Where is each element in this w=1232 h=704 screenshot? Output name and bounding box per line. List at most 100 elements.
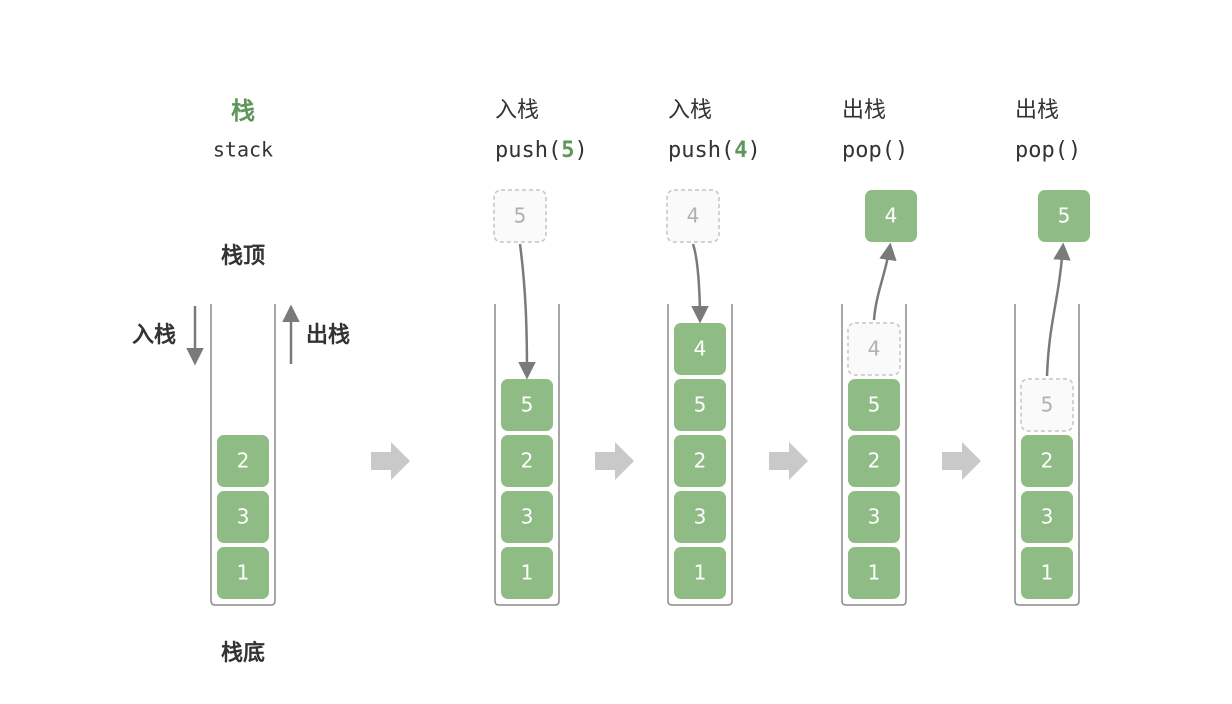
flow-arrow-2	[595, 442, 634, 480]
step-heading: 入栈	[668, 98, 712, 123]
stack-item-value: 3	[1041, 505, 1054, 529]
stack-item-value: 1	[694, 561, 707, 585]
popped-item-placeholder-value: 5	[1041, 393, 1054, 417]
legend-stack-item-frame	[217, 435, 269, 487]
operation-close: )	[574, 138, 587, 163]
stack-item-value: 3	[868, 505, 881, 529]
stack-item-value: 2	[1041, 449, 1054, 473]
step-stack-tube	[1014, 304, 1080, 606]
step-operation: pop()	[842, 138, 908, 163]
stack-item-frame	[848, 379, 900, 431]
stack-item-value: 3	[521, 505, 534, 529]
stack-bottom-label: 栈底	[221, 640, 265, 666]
popped-item-placeholder-frame	[847, 322, 901, 376]
stack-item-frame	[848, 435, 900, 487]
legend-stack-item-frame	[217, 547, 269, 599]
stack-item-value: 1	[521, 561, 534, 585]
stack-item: 1	[501, 547, 553, 599]
stack-item-value: 2	[694, 449, 707, 473]
stack-item-frame	[1021, 547, 1073, 599]
stack-item-value: 5	[868, 393, 881, 417]
stack-item: 1	[674, 547, 726, 599]
stack-item: 3	[674, 491, 726, 543]
incoming-item-placeholder-value: 5	[514, 204, 527, 228]
stack-item-frame	[674, 491, 726, 543]
flow-arrow-4	[942, 442, 981, 480]
legend-stack-item-value: 3	[237, 505, 250, 529]
stack-item-frame	[501, 547, 553, 599]
stack-item-value: 5	[694, 393, 707, 417]
stack-item-frame	[674, 379, 726, 431]
legend-stack-item: 3	[217, 491, 269, 543]
stack-item: 3	[1021, 491, 1073, 543]
stack-item-frame	[1021, 435, 1073, 487]
pop-move-arrow	[872, 242, 897, 321]
operation-name: push(	[495, 138, 561, 163]
stack-item-frame	[848, 491, 900, 543]
popped-item-placeholder-frame	[1020, 378, 1074, 432]
step-operation: pop()	[1015, 138, 1081, 163]
operation-close: )	[747, 138, 760, 163]
operation-argument: 5	[561, 138, 574, 163]
stack-top-label: 栈顶	[221, 244, 265, 269]
pop-direction-label: 出栈	[306, 323, 350, 348]
stack-item-value: 4	[694, 337, 707, 361]
legend-stack-item: 2	[217, 435, 269, 487]
stack-item: 2	[501, 435, 553, 487]
incoming-item-placeholder-frame	[666, 189, 720, 243]
flow-arrow-3	[769, 442, 808, 480]
popped-item: 5	[1038, 190, 1090, 242]
popped-item-frame	[1038, 190, 1090, 242]
operation-name: pop()	[842, 138, 908, 163]
stack-item-frame	[501, 491, 553, 543]
step-heading: 入栈	[495, 98, 539, 123]
push-move-arrow	[518, 243, 536, 380]
popped-item-placeholder: 5	[1020, 378, 1074, 432]
pop-move-arrow	[1045, 242, 1071, 377]
operation-argument: 4	[734, 138, 747, 163]
legend-stack-item-value: 1	[237, 561, 250, 585]
stack-item: 3	[501, 491, 553, 543]
flow-arrow-1	[371, 442, 410, 480]
incoming-item-placeholder: 4	[666, 189, 720, 243]
step-operation: push(5)	[495, 138, 588, 163]
legend-stack-item: 1	[217, 547, 269, 599]
stack-item: 2	[674, 435, 726, 487]
stack-item-frame	[501, 379, 553, 431]
legend-title: 栈	[231, 97, 255, 125]
stack-item: 2	[848, 435, 900, 487]
stack-item: 1	[848, 547, 900, 599]
stack-item-frame	[501, 435, 553, 487]
stack-item: 2	[1021, 435, 1073, 487]
stack-item: 5	[674, 379, 726, 431]
legend-stack-item-value: 2	[237, 449, 250, 473]
step-stack-tube	[667, 304, 733, 606]
push-direction-label: 入栈	[132, 323, 176, 348]
push-move-arrow	[691, 243, 709, 324]
popped-item-placeholder: 4	[847, 322, 901, 376]
stack-item-value: 5	[521, 393, 534, 417]
legend-stack-tube	[210, 304, 276, 606]
step-heading: 出栈	[1015, 98, 1059, 123]
popped-item-frame	[865, 190, 917, 242]
stack-item: 5	[848, 379, 900, 431]
step-stack-tube	[841, 304, 907, 606]
popped-item: 4	[865, 190, 917, 242]
step-heading: 出栈	[842, 98, 886, 123]
stack-item: 5	[501, 379, 553, 431]
incoming-item-placeholder-frame	[493, 189, 547, 243]
stack-item-frame	[848, 547, 900, 599]
stack-item-frame	[674, 323, 726, 375]
stack-item-frame	[674, 435, 726, 487]
step-stack-tube	[494, 304, 560, 606]
legend-subtitle: stack	[213, 138, 273, 162]
stack-item: 4	[674, 323, 726, 375]
operation-name: pop()	[1015, 138, 1081, 163]
stack-item-value: 1	[868, 561, 881, 585]
stack-item-value: 2	[868, 449, 881, 473]
popped-item-value: 4	[885, 204, 898, 228]
popped-item-placeholder-value: 4	[868, 337, 881, 361]
stack-item-frame	[1021, 491, 1073, 543]
